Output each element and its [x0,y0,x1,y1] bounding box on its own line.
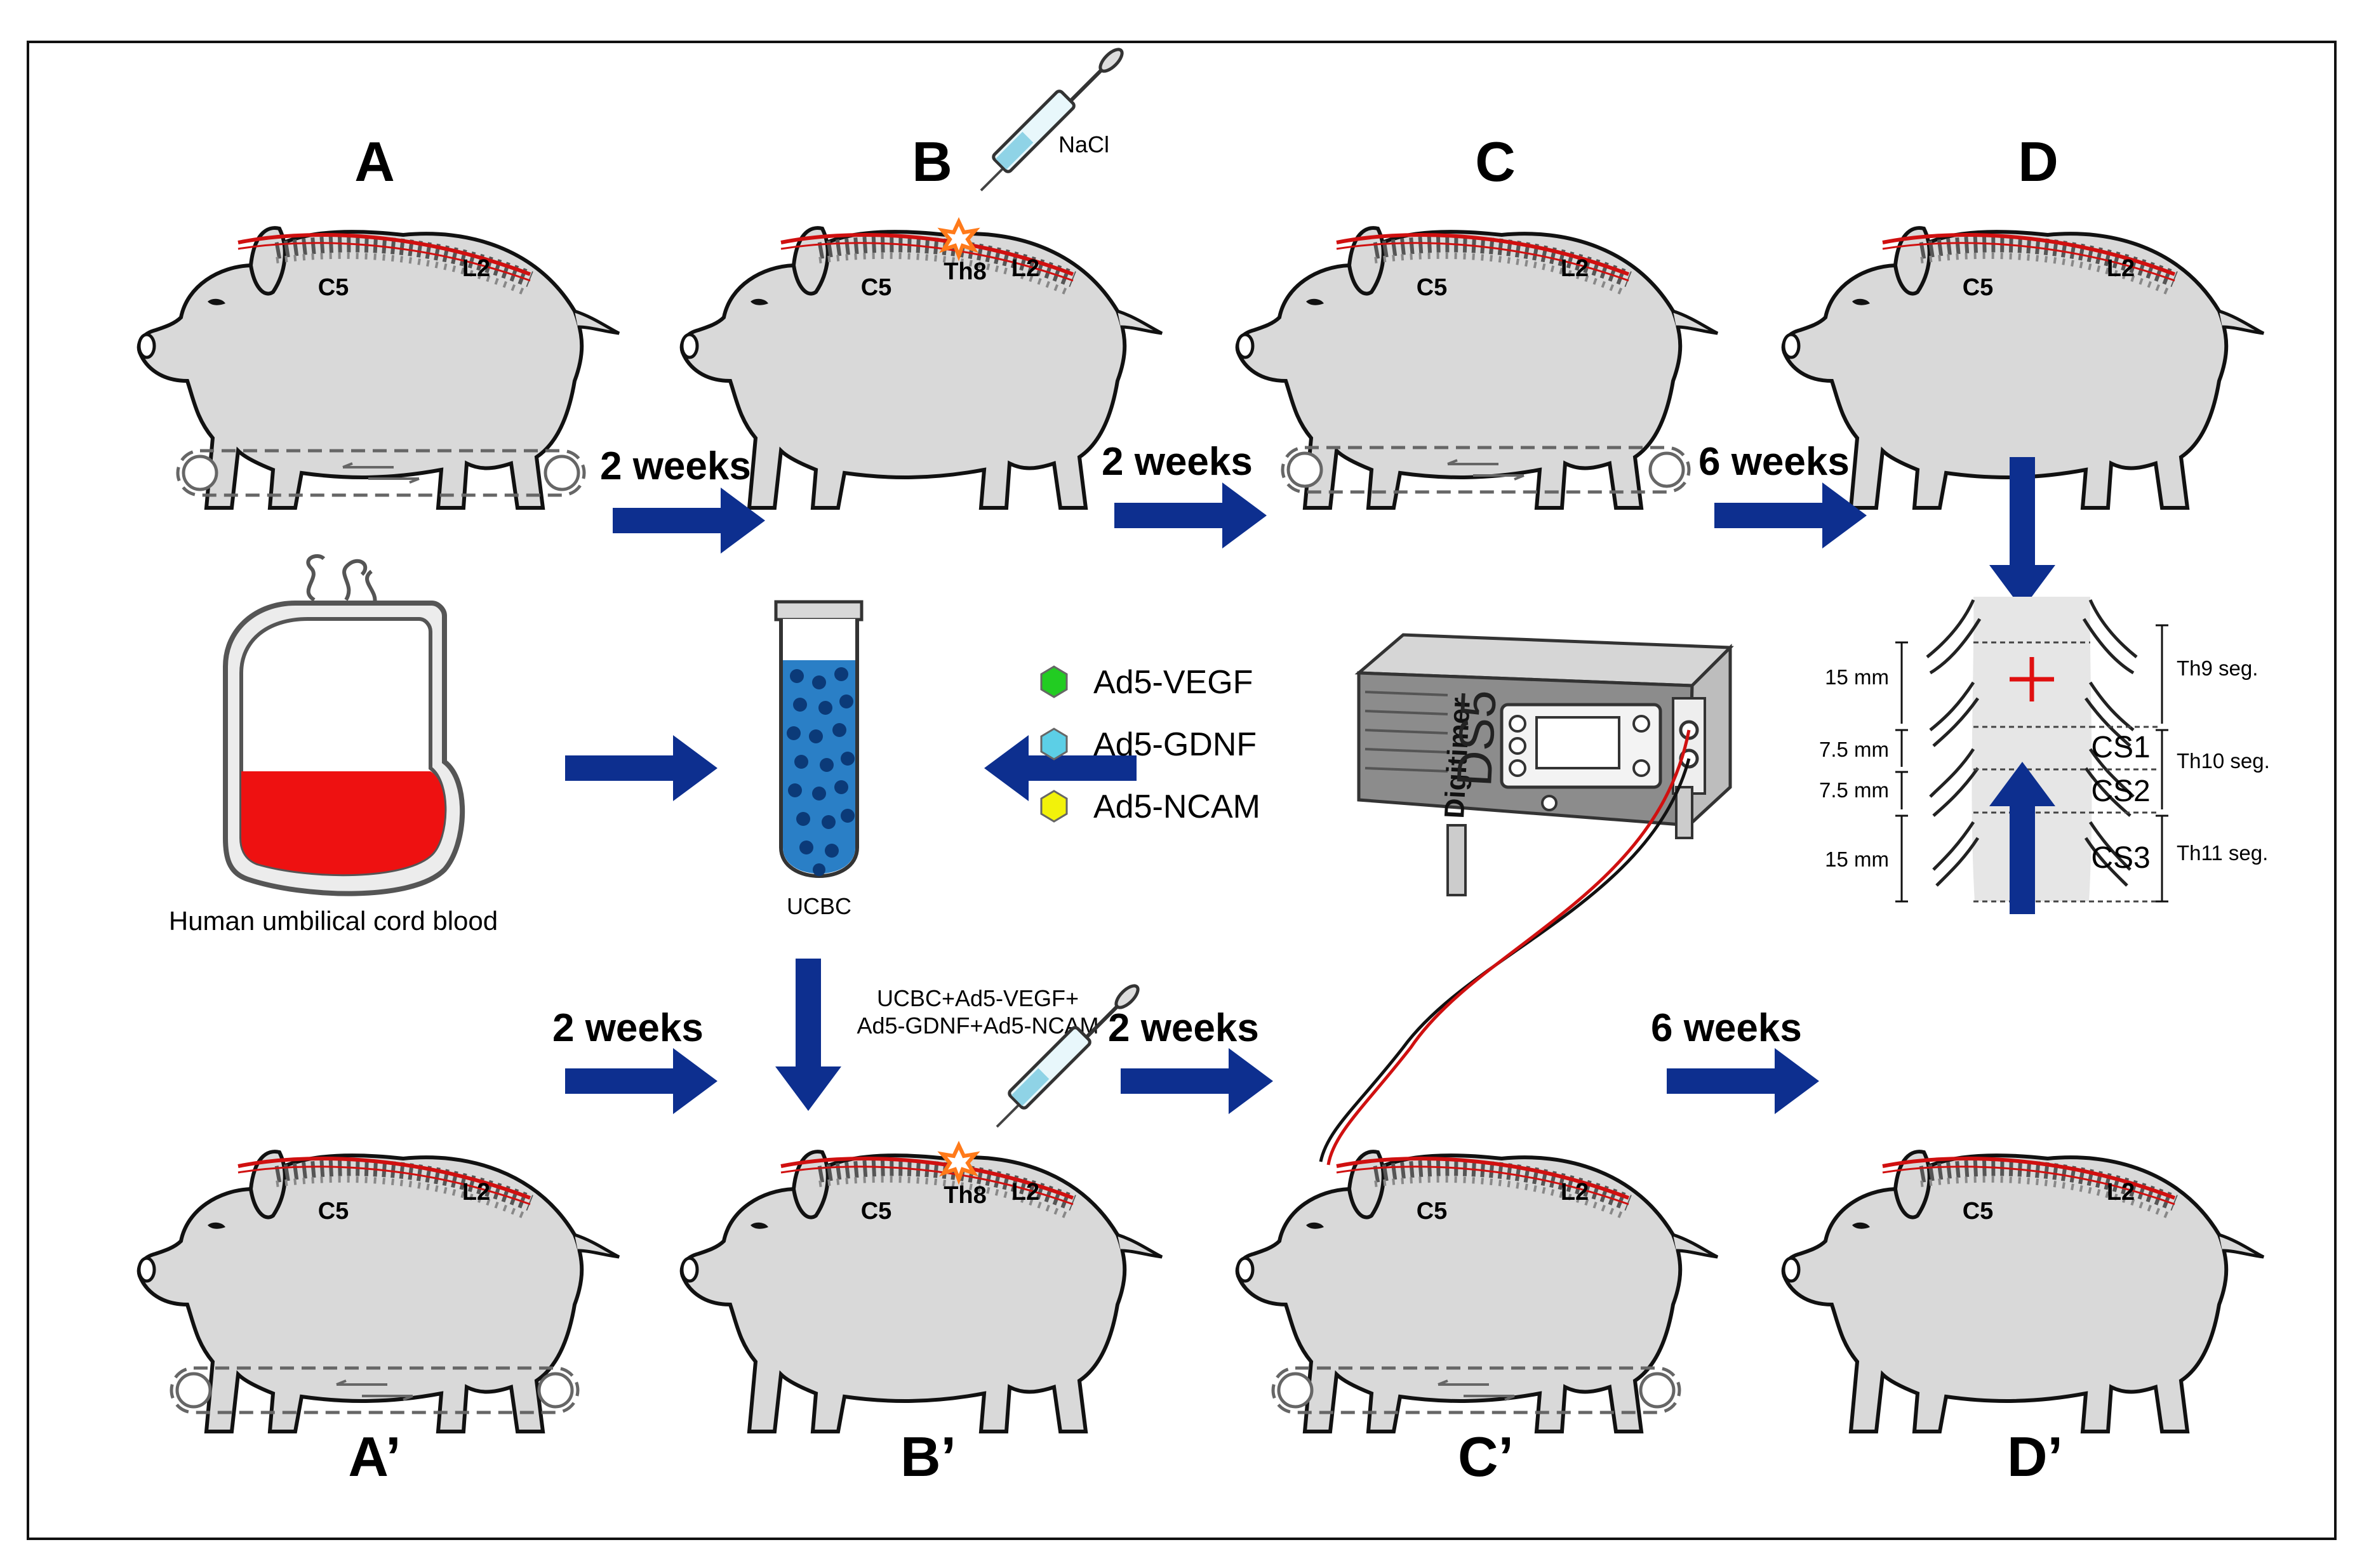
vertebra-label-c5: C5 [861,1198,892,1225]
measurement-label: 15 mm [1825,847,1889,871]
arrow-right-icon [1114,482,1267,548]
electrode-cable-black [1319,758,1691,1162]
vertebra-label-c5: C5 [318,274,349,301]
arrow-down-icon [1989,457,2055,609]
panel-label-a: A [354,130,395,193]
interval-label: 2 weeks [1108,1006,1259,1050]
arrow-right-icon [613,488,765,554]
vertebra-label-l2: L2 [1561,255,1589,282]
arrow-right-icon [1714,482,1867,548]
vector-item-gdnf: Ad5-GDNF [1040,726,1257,763]
interval-label: 2 weeks [600,444,751,488]
region-label: CS3 [2091,841,2150,875]
panel-label-d: D [2018,130,2058,193]
device-brand-label: Digitimer [1439,697,1476,820]
panel-label-c: C [1475,130,1516,193]
arrow-right-icon [565,1048,717,1114]
segment-label: Th9 seg. [2177,656,2258,680]
vector-label: Ad5-GDNF [1093,726,1257,763]
vertebra-label-l2: L2 [1011,255,1039,282]
lesion-cross-icon [2010,657,2054,701]
device-model-label: DS5 [1446,689,1507,788]
panel-label-b: B [912,130,952,193]
therapy-label-line2: Ad5-GDNF+Ad5-NCAM [857,1013,1098,1039]
interval-label: 6 weeks [1651,1006,1802,1050]
interval-label: 2 weeks [552,1006,704,1050]
measurement-label: 15 mm [1825,665,1889,689]
pig-d-prime: C5 L2 [1784,1152,2264,1432]
pig-b: C5 Th8 L2 [682,222,1162,508]
region-label: CS1 [2091,731,2150,764]
vertebra-label-l2: L2 [2107,1179,2135,1206]
pig-c: C5 L2 [1238,228,1718,508]
measurement-label: 7.5 mm [1819,738,1889,761]
pig-b-prime: C5 Th8 L2 [682,1145,1162,1432]
pig-d: C5 L2 [1784,228,2264,508]
pig-a-prime: C5 L2 [139,1152,619,1432]
vector-item-vegf: Ad5-VEGF [1040,664,1253,701]
panel-label-b-prime: B’ [900,1425,956,1488]
stimulator-device: Digitimer DS5 [1354,633,1734,896]
pig-a: C5 L2 [139,228,619,508]
vector-label: Ad5-NCAM [1093,788,1260,825]
vertebra-label-c5: C5 [1417,1198,1448,1225]
tube-label: UCBC [787,893,851,919]
segment-label: Th10 seg. [2177,749,2270,773]
electrode-cable-red [1326,729,1691,1166]
pig-c-prime: C5 L2 [1238,1152,1718,1432]
vertebra-label-c5: C5 [318,1198,349,1225]
blood-bag-label: Human umbilical cord blood [169,906,498,936]
region-label: CS2 [2091,774,2150,808]
vertebra-label-l2: L2 [462,255,490,282]
vector-label: Ad5-VEGF [1093,664,1253,701]
segment-label: Th11 seg. [2177,841,2268,865]
interval-label: 6 weeks [1698,440,1850,484]
vertebra-label-c5: C5 [1963,1198,1994,1225]
arrow-right-icon [1667,1048,1819,1114]
saline-syringe [981,46,1126,190]
vector-list: Ad5-VEGF Ad5-GDNF Ad5-NCAM [1040,664,1260,825]
virus-icon [1040,790,1068,823]
arrow-right-icon [565,735,717,801]
measurement-label: 7.5 mm [1819,778,1889,802]
spinal-segment-diagram: 15 mm 7.5 mm 7.5 mm 15 mm CS1 CS2 CS3 Th… [1819,597,2270,903]
vertebra-label-c5: C5 [1417,274,1448,301]
therapy-label-line1: UCBC+Ad5-VEGF+ [877,985,1079,1011]
blood-bag-icon [223,554,465,896]
virus-icon [1040,728,1068,761]
vertebra-label-l2: L2 [462,1179,490,1206]
vertebra-label-th8: Th8 [944,258,987,285]
saline-label: NaCl [1058,131,1109,157]
virus-icon [1040,665,1068,698]
panel-label-a-prime: A’ [348,1425,401,1488]
vertebra-label-c5: C5 [861,274,892,301]
vertebra-label-l2: L2 [1561,1179,1589,1206]
vertebra-label-l2: L2 [1011,1179,1039,1206]
vertebra-label-l2: L2 [2107,255,2135,282]
panel-label-c-prime: C’ [1458,1425,1514,1488]
vertebra-label-th8: Th8 [944,1182,987,1209]
interval-label: 2 weeks [1102,440,1253,484]
test-tube-icon [774,600,864,878]
vector-item-ncam: Ad5-NCAM [1040,788,1260,825]
arrow-right-icon [1121,1048,1273,1114]
figure-frame [27,41,2337,1540]
arrow-down-icon [775,959,841,1111]
panel-label-d-prime: D’ [2007,1425,2063,1488]
vertebra-label-c5: C5 [1963,274,1994,301]
